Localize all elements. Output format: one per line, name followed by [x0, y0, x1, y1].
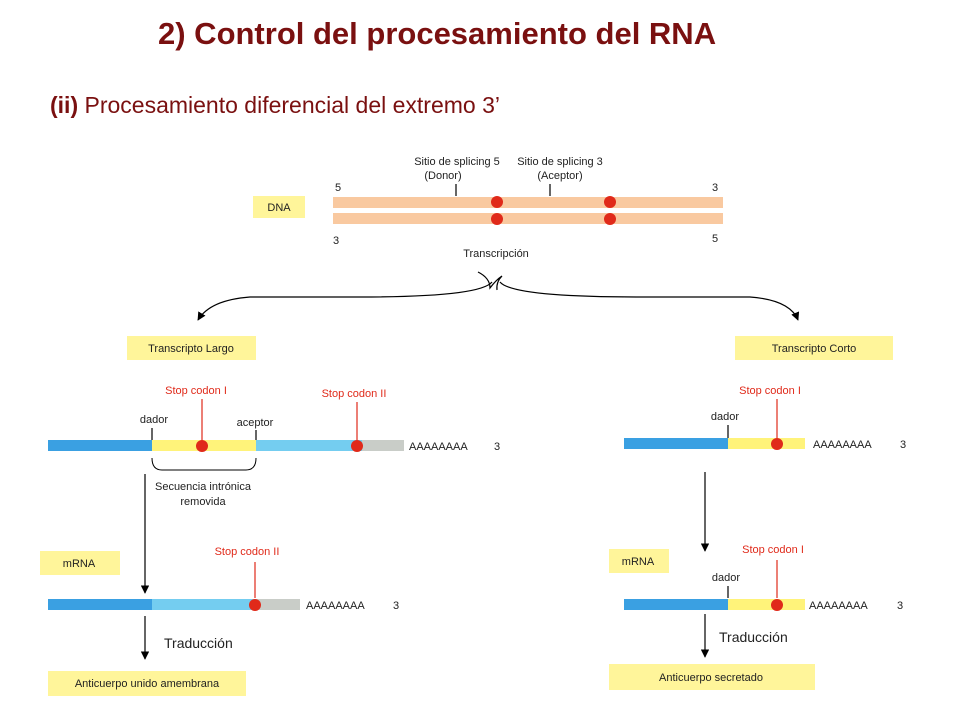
short-stop1-label: Stop codon I [739, 385, 801, 397]
long-mrna-label: mRNA [63, 558, 96, 570]
short-end3: 3 [900, 439, 906, 451]
long-mrna-end3: 3 [393, 600, 399, 612]
dna-bottom-left-end: 3 [333, 235, 339, 247]
long-dador-label: dador [140, 414, 168, 426]
long-transcript-label: Transcripto Largo [148, 343, 234, 355]
arrow-to-long-transcript [197, 281, 493, 321]
dna-marker-bottom-left [491, 213, 503, 225]
long-mrna-polya: AAAAAAAA [306, 600, 365, 612]
short-exon-yellow [728, 438, 805, 449]
dna-label-box [253, 196, 305, 218]
page-title: 2) Control del procesamiento del RNA [158, 16, 717, 51]
long-product-box [48, 671, 246, 696]
short-product-label: Anticuerpo secretado [659, 672, 763, 684]
long-mrna-box [40, 551, 120, 575]
long-translation-label: Traducción [164, 635, 233, 651]
short-exon1 [624, 438, 728, 449]
short-stop1-dot [771, 438, 783, 450]
long-tail [362, 440, 404, 451]
short-mrna-exon-yellow [728, 599, 805, 610]
long-polya: AAAAAAAA [409, 441, 468, 453]
short-transcript-box [735, 336, 893, 360]
splice5-label-line1: Sitio de splicing 5 [414, 156, 500, 168]
subtitle-text: Procesamiento diferencial del extremo 3’ [84, 92, 500, 118]
short-mrna-box [609, 549, 669, 573]
dna-bottom-right-end: 5 [712, 233, 718, 245]
dna-marker-top-left [491, 196, 503, 208]
long-aceptor-label: aceptor [237, 417, 274, 429]
intron-removed-line2: removida [180, 496, 226, 508]
splice3-label-line1: Sitio de splicing 3 [517, 156, 603, 168]
long-transcript-box [127, 336, 256, 360]
short-translation-label: Traducción [719, 629, 788, 645]
short-product-box [609, 664, 815, 690]
short-mrna-end3: 3 [897, 600, 903, 612]
dna-marker-bottom-right [604, 213, 616, 225]
short-mrna-stop-dot [771, 599, 783, 611]
intron-removed-bracket [151, 457, 257, 471]
page-subtitle: (ii) Procesamiento diferencial del extre… [50, 92, 500, 119]
long-mrna-stop-label: Stop codon II [215, 546, 280, 558]
long-exon2 [256, 440, 362, 451]
dna-marker-top-right [604, 196, 616, 208]
dna-top-right-end: 3 [712, 182, 718, 194]
splice3-label-line2: (Aceptor) [537, 170, 582, 182]
arrow-to-short-transcript [499, 281, 800, 321]
short-polya: AAAAAAAA [813, 439, 872, 451]
intron-removed-line1: Secuencia intrónica [155, 481, 252, 493]
dna-bottom-strand [333, 213, 723, 224]
short-mrna-exon1 [624, 599, 728, 610]
long-stop1-label: Stop codon I [165, 385, 227, 397]
short-mrna-label: mRNA [622, 556, 655, 568]
long-exon1 [48, 440, 152, 451]
long-product-label: Anticuerpo unido amembrana [75, 678, 220, 690]
long-mrna-exon1 [48, 599, 152, 610]
short-mrna-stop-label: Stop codon I [742, 544, 804, 556]
short-transcript-label: Transcripto Corto [772, 343, 857, 355]
transcription-label: Transcripción [463, 248, 529, 260]
subtitle-prefix: (ii) [50, 92, 79, 118]
dna-label: DNA [267, 202, 291, 214]
short-mrna-polya: AAAAAAAA [809, 600, 868, 612]
long-stop2-label: Stop codon II [322, 388, 387, 400]
long-stop2-dot [351, 440, 363, 452]
splice5-label-line2: (Donor) [424, 170, 461, 182]
long-mrna-exon2 [152, 599, 255, 610]
long-end3: 3 [494, 441, 500, 453]
transcription-brace [477, 271, 503, 291]
dna-top-strand [333, 197, 723, 208]
dna-top-left-end: 5 [335, 182, 341, 194]
long-stop1-dot [196, 440, 208, 452]
short-mrna-dador-label: dador [712, 572, 740, 584]
long-mrna-stop-dot [249, 599, 261, 611]
short-dador-label: dador [711, 411, 739, 423]
long-mrna-tail [255, 599, 300, 610]
